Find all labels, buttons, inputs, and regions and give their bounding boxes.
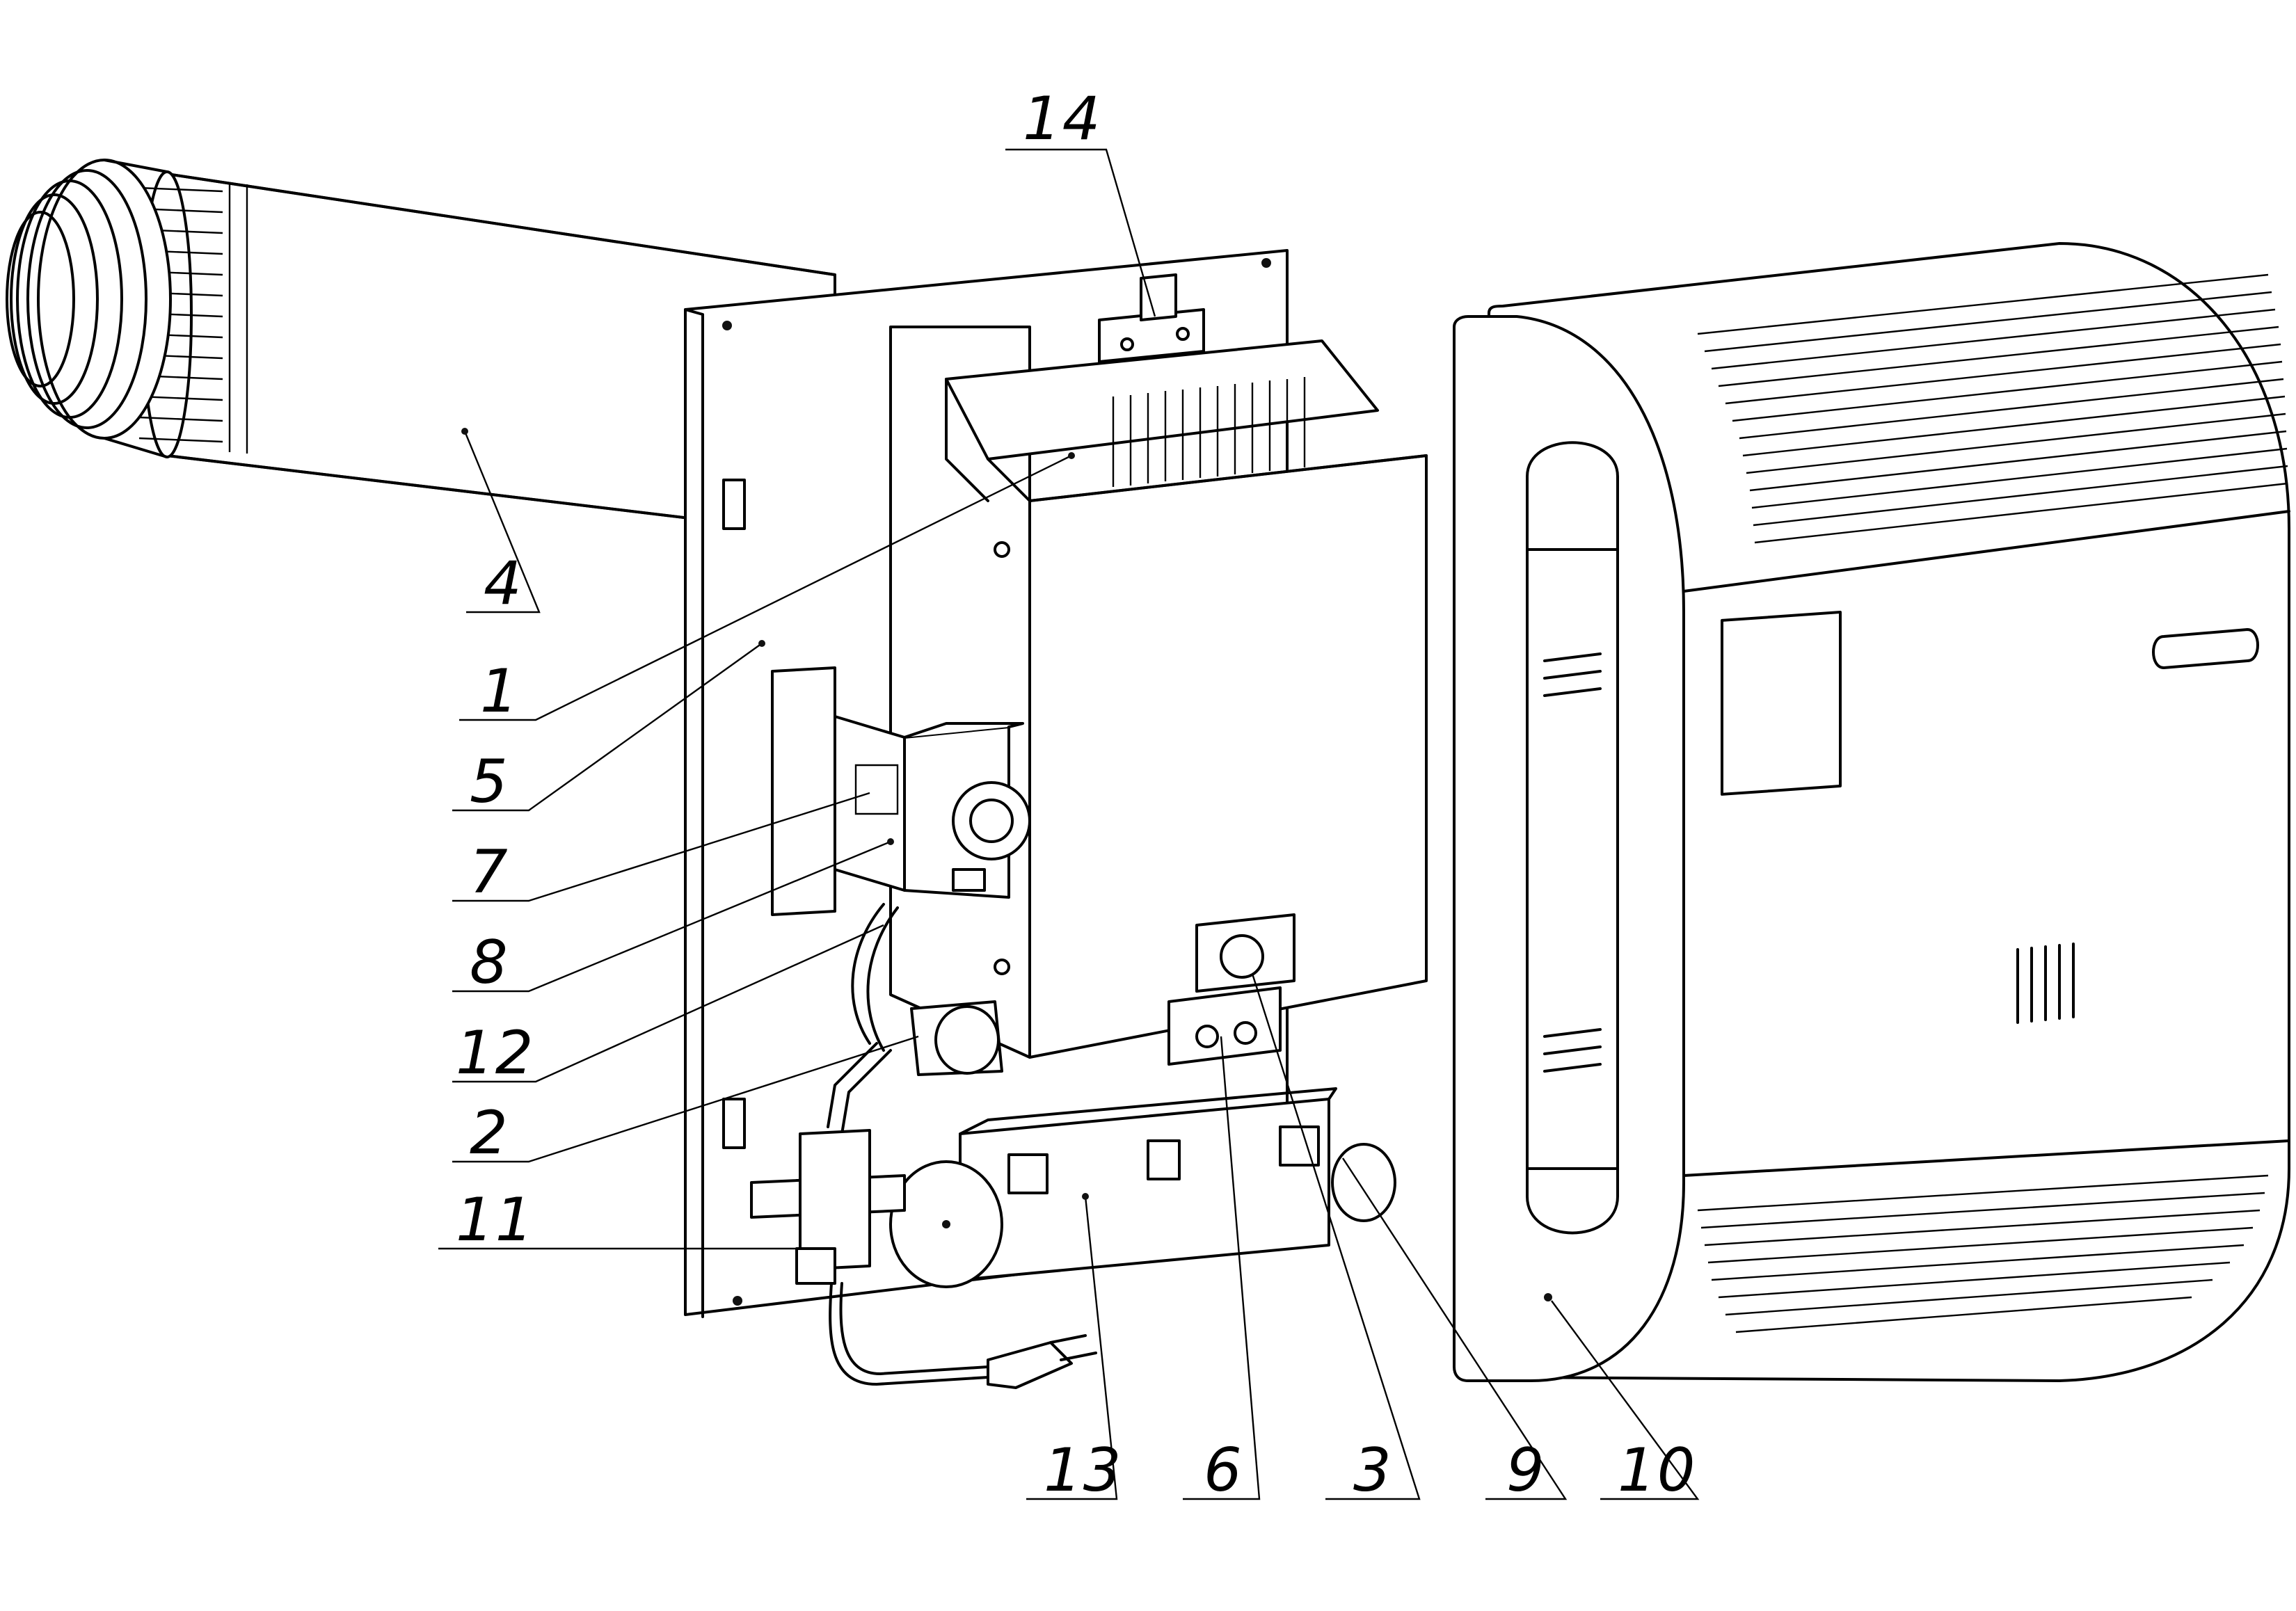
callout-9: 9 (1506, 1436, 1546, 1505)
viewing-window (1721, 611, 1842, 796)
callout-8: 8 (470, 928, 509, 997)
gas-inlet-fitting (750, 1129, 906, 1285)
casing-logo-badge (2152, 628, 2259, 669)
casing-front-vents (2016, 943, 2075, 1024)
casing-side-vents (1543, 652, 1602, 1073)
callout-7: 7 (470, 837, 509, 907)
callout-14: 14 (1023, 84, 1101, 154)
callout-2: 2 (470, 1098, 509, 1168)
callout-12: 12 (456, 1018, 534, 1088)
front-casing (1453, 242, 2290, 1382)
callout-3: 3 (1353, 1436, 1393, 1505)
callout-13: 13 (1044, 1436, 1122, 1505)
coaxial-pipe (6, 159, 836, 537)
callout-1: 1 (480, 657, 520, 726)
power-cord-with-plug (829, 1282, 1097, 1389)
draft-sensor (1098, 273, 1205, 363)
casing-top-grille (1697, 273, 2288, 544)
leader-lines (438, 148, 1700, 1500)
pilot-burner (1167, 913, 1296, 1066)
gas-valve-assembly (771, 666, 1031, 916)
heat-exchanger (889, 326, 1428, 1059)
callout-11: 11 (456, 1185, 534, 1255)
pipe-end-rings (6, 159, 172, 458)
heat-exchanger-fins (1112, 377, 1306, 487)
pipe-grille-slots (138, 182, 248, 454)
callout-4: 4 (484, 549, 523, 618)
gas-pipes (827, 903, 1003, 1135)
callout-markers (461, 428, 1089, 1200)
callout-10: 10 (1618, 1436, 1696, 1505)
callout-6: 6 (1204, 1436, 1243, 1505)
callout-5: 5 (470, 747, 509, 817)
casing-bottom-grille (1697, 1174, 2269, 1333)
